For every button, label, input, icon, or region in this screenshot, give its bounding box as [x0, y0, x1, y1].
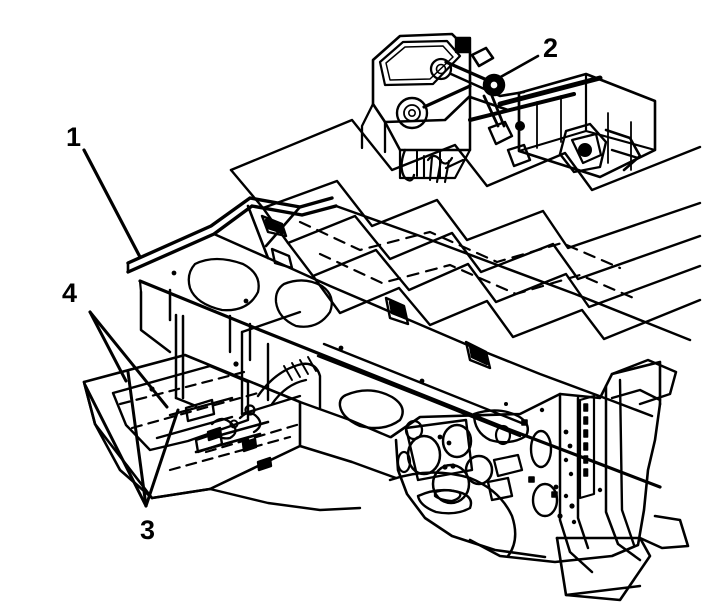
lower-cowl-closure: [139, 288, 252, 362]
plenum-duct-dashed-seams: [298, 220, 638, 301]
dash-panel: [388, 358, 690, 602]
leader-4-a: [88, 310, 128, 383]
leader-3-b: [126, 370, 148, 508]
leader-4-b: [88, 310, 169, 409]
leader-2-a: [495, 54, 540, 81]
callout-label-4: 4: [62, 278, 77, 308]
side-shield-panel: [82, 310, 398, 512]
leader-3-c: [144, 408, 180, 508]
leader-1-a: [82, 148, 142, 259]
callout-label-2: 2: [543, 33, 558, 63]
callout-label-3: 3: [140, 515, 155, 545]
callout-labels: 1 2 3 4: [62, 33, 558, 545]
hvac-module-assembly: [360, 32, 657, 184]
callout-leaders: [82, 54, 540, 508]
callout-label-1: 1: [66, 122, 81, 152]
leader-3-a: [83, 383, 148, 508]
cowl-upper-panel: [126, 196, 692, 489]
